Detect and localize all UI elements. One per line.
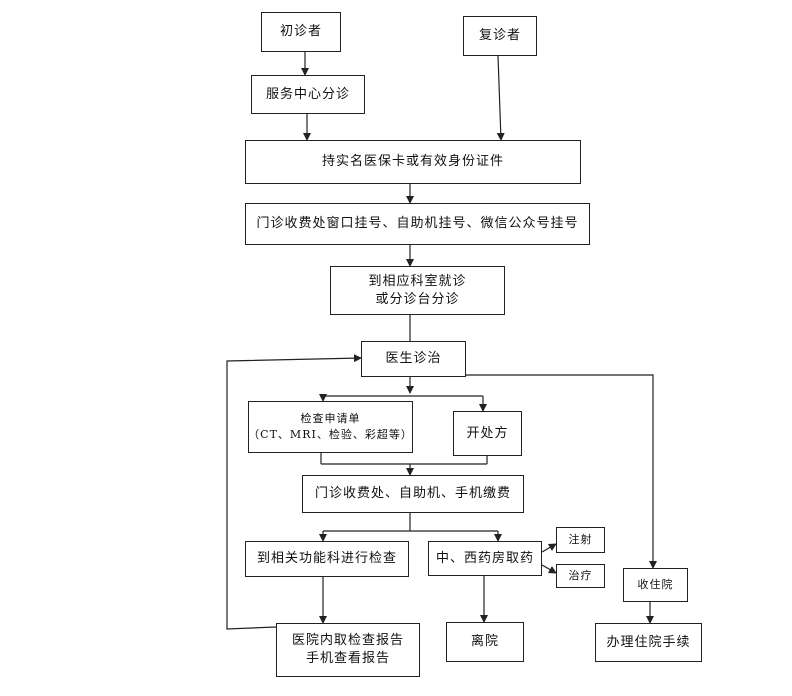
node-admission-label: 收住院	[637, 578, 674, 591]
node-service-center-label: 服务中心分诊	[265, 86, 350, 102]
node-service-center: 服务中心分诊	[251, 75, 365, 114]
node-id-card-label: 持实名医保卡或有效身份证件	[321, 154, 504, 169]
node-leave: 离院	[446, 622, 524, 662]
arrow-pharmacy-to-injection	[541, 543, 557, 553]
node-exam-request-line-1: 检查申请单	[300, 412, 361, 425]
node-pharmacy-label: 中、西药房取药	[435, 550, 534, 566]
node-first-visit: 初诊者	[261, 12, 341, 52]
arrow-pharmacy-to-treatment	[541, 564, 557, 574]
node-department-line-2: 或分诊台分诊	[375, 291, 460, 307]
node-payment-label: 门诊收费处、自助机、手机缴费	[314, 486, 511, 501]
node-report-line-1: 医院内取检查报告	[291, 633, 404, 648]
node-doctor: 医生诊治	[361, 341, 466, 377]
node-registration-label: 门诊收费处窗口挂号、自助机挂号、微信公众号挂号	[256, 216, 579, 231]
node-first-visit-label: 初诊者	[279, 24, 322, 39]
node-hospitalization-label: 办理住院手续	[606, 634, 691, 650]
arrow-report-back-to-doctor	[226, 354, 362, 630]
node-report: 医院内取检查报告 手机查看报告	[276, 623, 420, 677]
node-leave-label: 离院	[470, 634, 499, 649]
node-treatment: 治疗	[556, 564, 605, 588]
node-function-exam-label: 到相关功能科进行检查	[256, 551, 397, 566]
node-exam-request: 检查申请单 （CT、MRI、检验、彩超等）	[248, 401, 413, 453]
node-return-visit: 复诊者	[463, 16, 537, 56]
node-function-exam: 到相关功能科进行检查	[245, 541, 409, 577]
node-prescription: 开处方	[453, 411, 522, 456]
node-id-card: 持实名医保卡或有效身份证件	[245, 140, 581, 184]
node-payment: 门诊收费处、自助机、手机缴费	[302, 475, 524, 513]
node-hospitalization: 办理住院手续	[595, 623, 702, 662]
node-prescription-label: 开处方	[466, 425, 509, 441]
node-treatment-label: 治疗	[568, 569, 593, 582]
node-pharmacy: 中、西药房取药	[428, 541, 542, 576]
arrow-doctor-to-admission	[466, 374, 657, 569]
node-injection-label: 注射	[568, 533, 593, 546]
node-department: 到相应科室就诊 或分诊台分诊	[330, 266, 505, 315]
node-report-line-2: 手机查看报告	[305, 651, 390, 666]
node-registration: 门诊收费处窗口挂号、自助机挂号、微信公众号挂号	[245, 203, 590, 245]
node-return-visit-label: 复诊者	[478, 28, 521, 43]
node-department-line-1: 到相应科室就诊	[368, 273, 467, 289]
node-doctor-label: 医生诊治	[385, 351, 442, 366]
arrow-return-to-id	[496, 55, 505, 141]
node-admission: 收住院	[623, 568, 688, 602]
node-exam-request-line-2: （CT、MRI、检验、彩超等）	[248, 428, 413, 441]
node-injection: 注射	[556, 527, 605, 553]
